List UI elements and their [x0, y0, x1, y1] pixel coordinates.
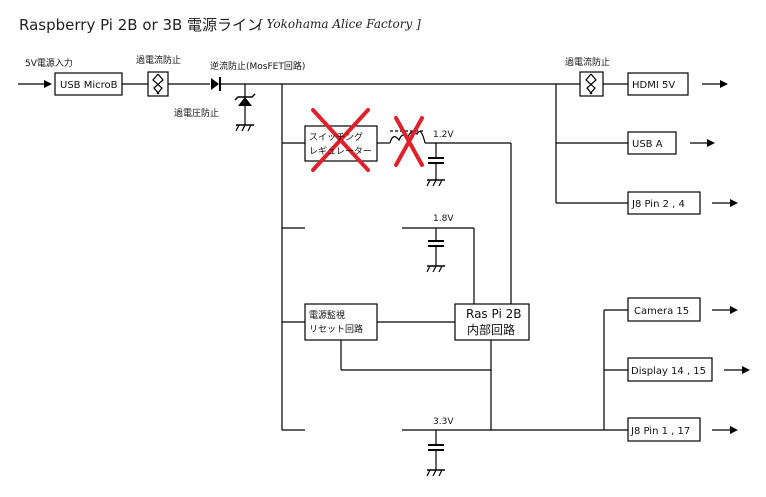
overvoltage-label: 過電圧防止: [174, 107, 219, 119]
fuse-out-glyph: [585, 73, 596, 95]
monitor-label-2: リセット回路: [309, 323, 363, 335]
voltage-1v2-label: 1.2V: [433, 130, 454, 140]
voltage-3v3-label: 3.3V: [433, 417, 454, 427]
ground-icon: [235, 124, 254, 132]
raspi-label-2: 内部回路: [467, 322, 515, 337]
hdmi-label: HDMI 5V: [632, 80, 675, 91]
switching-label-2: レギュレーター: [309, 146, 372, 157]
fuse-in-label: 過電流防止: [136, 54, 181, 66]
fuse-in-glyph: [152, 73, 163, 95]
j8-24-box: [627, 191, 701, 215]
usb-a-label: USB A: [632, 139, 663, 150]
ground-icon: [426, 179, 445, 187]
monitor-label-1: 電源監視: [309, 309, 345, 321]
arrow-right-icon: [707, 139, 715, 147]
arrow-right-icon: [742, 366, 750, 374]
usb-microb-box: [54, 72, 123, 96]
j8-117-box: [627, 417, 701, 442]
input-fuse: [147, 71, 169, 97]
j8-24-label: J8 Pin 2 , 4: [631, 199, 685, 210]
input-label: 5V電源入力: [25, 57, 73, 69]
power-monitor-box: [304, 303, 378, 341]
ground-icon: [426, 265, 445, 273]
diagram-title: Raspberry Pi 2B or 3B 電源ライン: [19, 16, 263, 34]
diagram-subtitle: [ Yokohama Alice Factory ]: [258, 17, 421, 31]
camera-label: Camera 15: [634, 306, 689, 317]
j8-117-label: J8 Pin 1 , 17: [630, 426, 690, 437]
raspi-internal-box: [454, 303, 530, 341]
raspi-label-1: Ras Pi 2B: [466, 307, 521, 321]
arrow-right-icon: [730, 199, 738, 207]
usb-microb-label: USB MicroB: [60, 80, 118, 91]
arrow-right-icon: [730, 306, 738, 314]
reverse-protection-label: 逆流防止(MosFET回路): [210, 60, 305, 72]
switching-regulator-box: [304, 125, 378, 162]
arrow-right-icon: [720, 80, 728, 88]
display-box: [627, 357, 713, 382]
usb-a-box: [627, 131, 677, 155]
arrow-right-icon: [730, 426, 738, 434]
zener-diode-icon: [238, 97, 252, 106]
fuse-out-label: 過電流防止: [565, 56, 610, 68]
switching-label-1: スイッチング: [309, 131, 363, 143]
output-fuse: [579, 71, 604, 97]
display-label: Display 14 , 15: [631, 366, 706, 377]
diode-icon: [211, 78, 219, 90]
voltage-1v8-label: 1.8V: [433, 214, 454, 224]
camera-box: [627, 297, 701, 322]
input-arrow-icon: [44, 80, 52, 88]
ground-icon: [426, 469, 445, 477]
hdmi-box: [627, 72, 689, 96]
